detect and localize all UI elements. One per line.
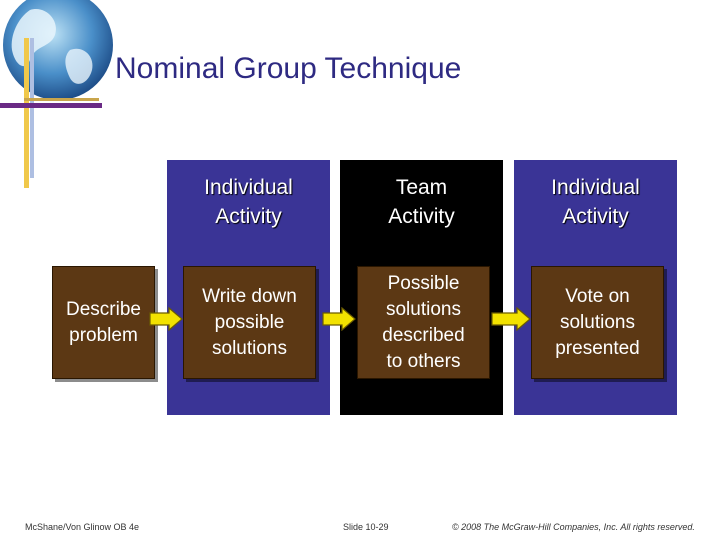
copyright: © 2008 The McGraw-Hill Companies, Inc. A… xyxy=(452,522,695,532)
step-label: Describe problem xyxy=(66,298,141,346)
step-box: Vote on solutions presented xyxy=(531,266,664,379)
column-heading: Individual Activity xyxy=(204,176,293,228)
column-heading: Individual Activity xyxy=(551,176,640,228)
corner-bar xyxy=(24,98,99,101)
corner-bar xyxy=(0,103,102,108)
step-label: Possible solutions described to others xyxy=(382,272,465,372)
step-box: Write down possible solutions xyxy=(183,266,316,379)
right-arrow-icon xyxy=(491,307,531,331)
step-box: Describe problem xyxy=(52,266,155,379)
slide-number: Slide 10-29 xyxy=(343,522,389,532)
step-label: Write down possible solutions xyxy=(202,285,297,359)
corner-bar xyxy=(24,38,29,188)
step-box: Possible solutions described to others xyxy=(357,266,490,379)
column-heading: Team Activity xyxy=(388,176,455,228)
corner-bar xyxy=(30,38,34,178)
footer-source: McShane/Von Glinow OB 4e xyxy=(25,522,140,532)
right-arrow-icon xyxy=(149,307,183,331)
page-title: Nominal Group Technique xyxy=(115,52,462,85)
right-arrow-icon xyxy=(322,307,356,331)
step-label: Vote on solutions presented xyxy=(555,285,640,359)
